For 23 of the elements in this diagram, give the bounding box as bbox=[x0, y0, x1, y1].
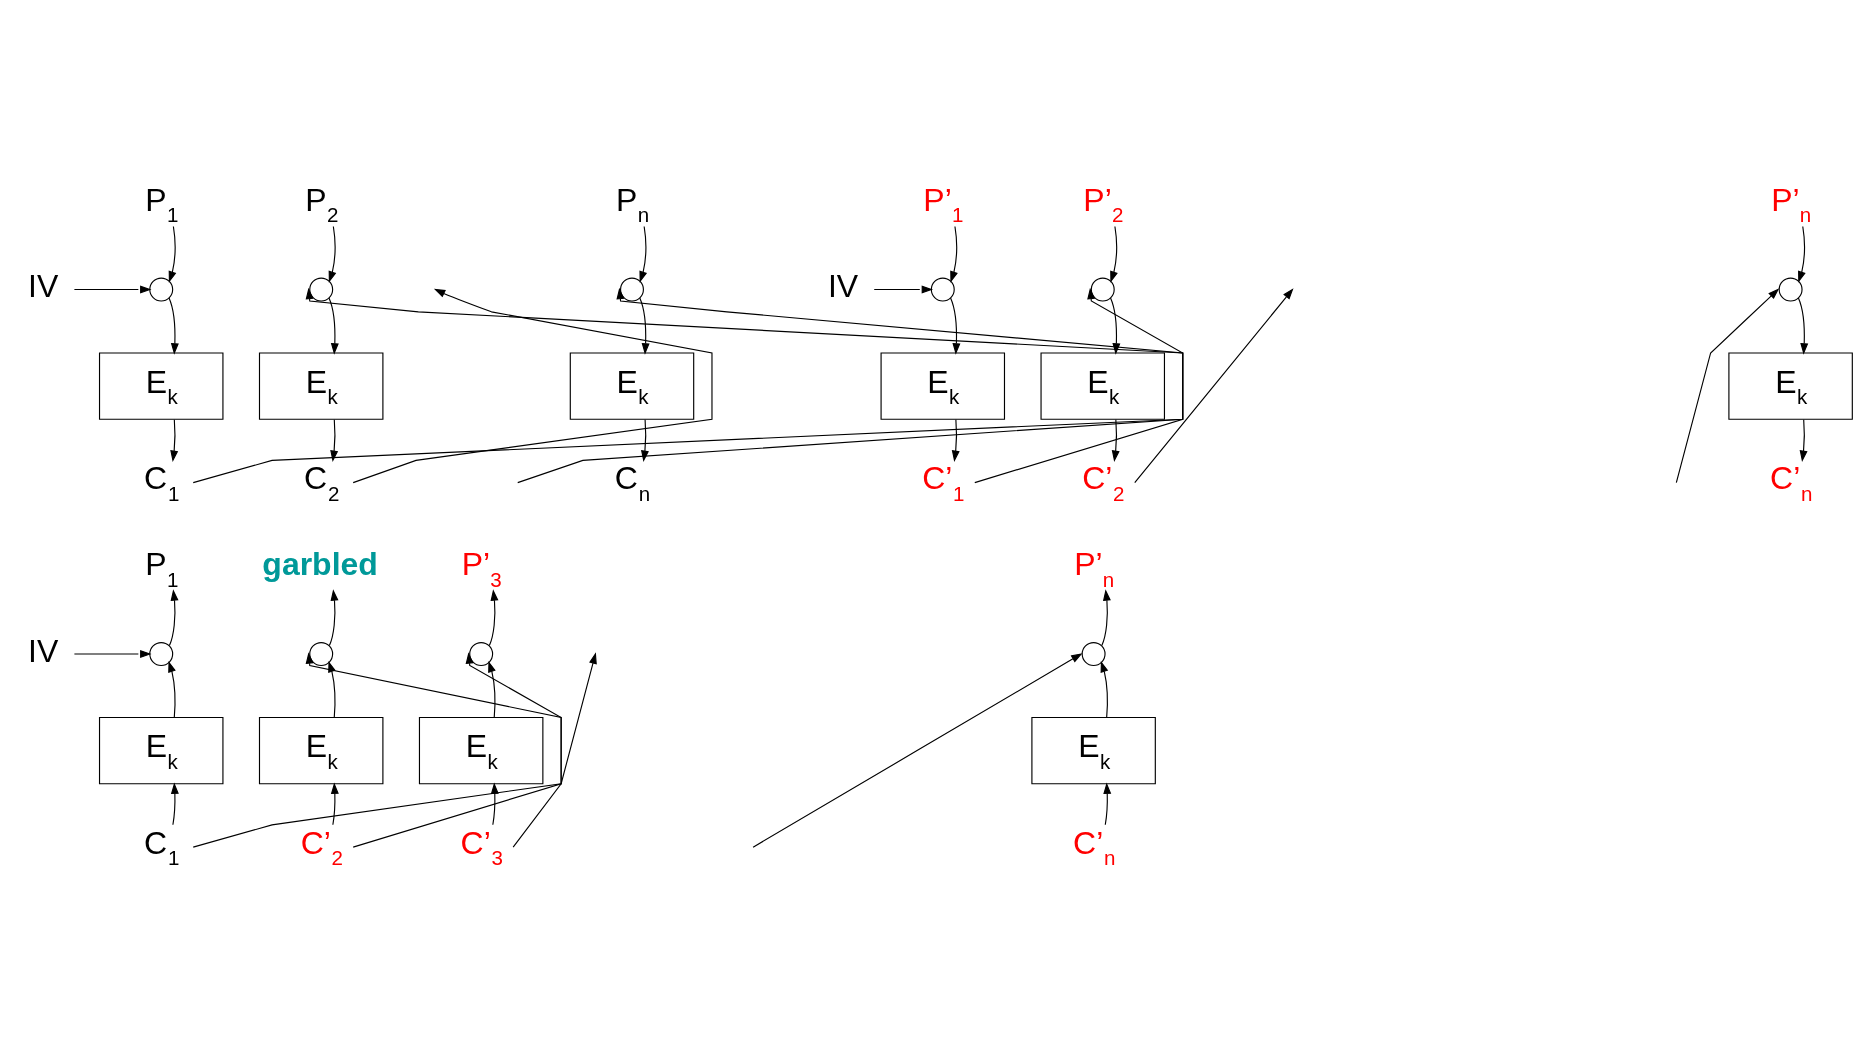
node-text: C$_{2}$ bbox=[304, 460, 340, 505]
node-text: garbled bbox=[262, 546, 378, 583]
node-text: P’$_{3}$ bbox=[461, 546, 502, 591]
node-text: P$_{1}$ bbox=[145, 181, 179, 227]
node-text: C’$_{n}$ bbox=[1073, 824, 1116, 870]
node-text: IV bbox=[28, 268, 59, 305]
node-text: C’$_{2}$ bbox=[1082, 460, 1125, 505]
node-text: C’$_{n}$ bbox=[1770, 460, 1813, 505]
node-text: P’$_{n}$ bbox=[1074, 546, 1115, 591]
node-text: P$_{1}$ bbox=[145, 546, 179, 591]
node-text: C’$_{2}$ bbox=[300, 824, 343, 870]
node-text: C$_{n}$ bbox=[614, 460, 651, 505]
node-text: P’$_{n}$ bbox=[1771, 181, 1812, 227]
node-text: C$_{1}$ bbox=[144, 460, 180, 505]
node-text: C$_{1}$ bbox=[144, 824, 180, 870]
node-text: C’$_{3}$ bbox=[460, 824, 503, 870]
node-text: C’$_{1}$ bbox=[922, 460, 965, 505]
node-text: P$_{n}$ bbox=[615, 181, 650, 227]
node-text: P$_{2}$ bbox=[305, 181, 339, 227]
node-text: P’$_{2}$ bbox=[1083, 181, 1124, 227]
node-text: IV bbox=[28, 632, 59, 669]
node-text: P’$_{1}$ bbox=[923, 181, 964, 227]
node-text: IV bbox=[827, 268, 859, 305]
